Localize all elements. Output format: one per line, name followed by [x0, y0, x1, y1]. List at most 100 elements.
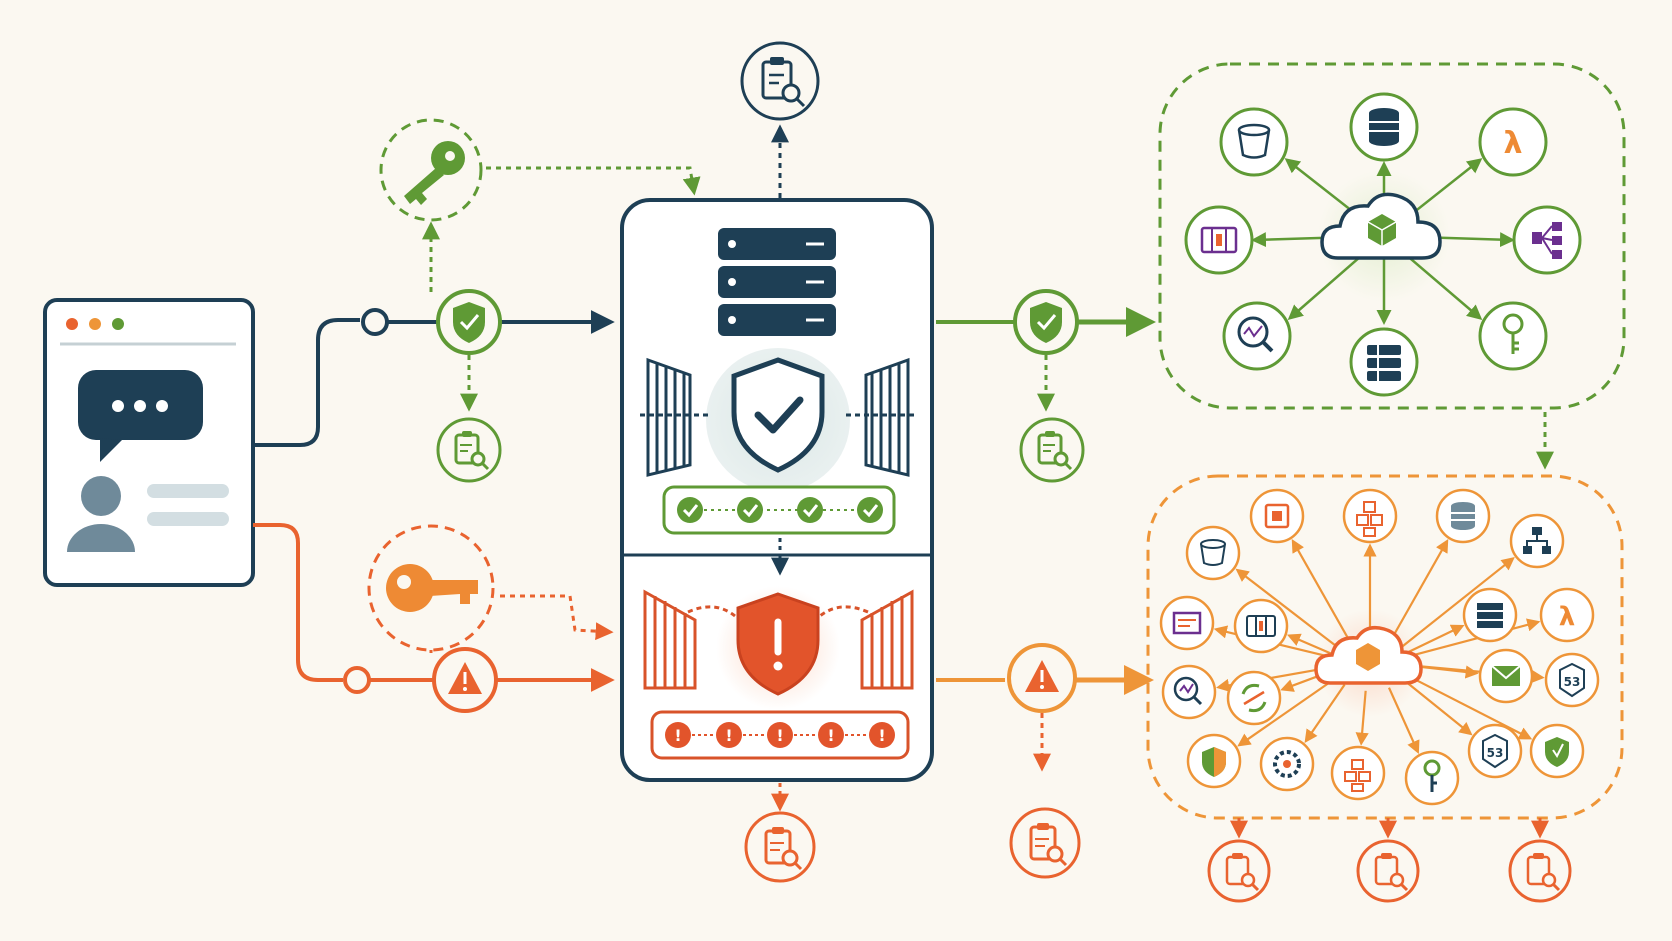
- svg-text:!: !: [776, 726, 783, 745]
- chip-icon: [1249, 488, 1305, 544]
- access-denied-warning-icon: [432, 647, 498, 713]
- service-connector: [1408, 618, 1541, 658]
- check-icon: [797, 497, 823, 523]
- table-icon: [1462, 587, 1518, 643]
- svg-text:!: !: [827, 726, 834, 745]
- container-cluster-icon: [1330, 745, 1386, 801]
- full-services-cluster: λ 53: [1146, 474, 1624, 820]
- monitor-icon: [1161, 664, 1217, 720]
- gate-icon: [640, 357, 710, 477]
- shield-check-icon: [731, 357, 825, 473]
- access-denied-warning-icon: [1007, 643, 1077, 713]
- svg-text:!: !: [674, 726, 681, 745]
- authorization-check-icon: [436, 289, 502, 355]
- alert-icon: !: [716, 722, 742, 748]
- queue-icon: [1233, 598, 1289, 654]
- audit-log-icon: [1009, 807, 1081, 879]
- audit-log-icon: [1508, 839, 1572, 903]
- alert-icon: !: [869, 722, 895, 748]
- mail-icon: [1478, 648, 1534, 704]
- cloud-icon: [1314, 625, 1423, 685]
- service-connector: [1291, 539, 1350, 640]
- workflow-icon: [1512, 205, 1582, 275]
- route53-label: 53: [1487, 746, 1504, 760]
- authorization-check-icon: [1013, 289, 1079, 355]
- alert-icon: !: [665, 722, 691, 748]
- org-tree-icon: [1509, 513, 1565, 569]
- key-icon: [1404, 750, 1460, 806]
- server-rack-icon: [718, 228, 836, 336]
- policy-gateway: ! ! ! ! !: [620, 41, 934, 782]
- user-avatar-icon: [67, 476, 135, 552]
- container-cluster-icon: [1342, 488, 1398, 544]
- key-icon: [1478, 301, 1548, 371]
- queue-icon: [1184, 205, 1254, 275]
- service-connector: [1390, 539, 1449, 640]
- service-connector: [1401, 557, 1515, 648]
- approved-request-path: [253, 308, 615, 447]
- lambda-label: λ: [1559, 602, 1575, 632]
- service-connector: [1406, 624, 1465, 654]
- gear-icon: [1259, 736, 1315, 792]
- lambda-icon: λ: [1539, 587, 1595, 643]
- blocked-alerts-bar: ! ! ! ! !: [650, 710, 910, 760]
- lambda-label: λ: [1504, 126, 1523, 161]
- client-app-window: [43, 298, 255, 587]
- svg-text:!: !: [878, 726, 885, 745]
- valid-credential-key: [379, 118, 483, 222]
- key-icon: [386, 564, 478, 612]
- route53-icon: 53: [1544, 652, 1600, 708]
- alert-icon: !: [767, 722, 793, 748]
- service-connector: [1304, 684, 1346, 743]
- check-icon: [857, 497, 883, 523]
- service-connector: [1355, 690, 1369, 746]
- window-maximize-dot: [112, 318, 124, 330]
- cloud-icon: [1320, 192, 1442, 260]
- audit-log-icon: [1356, 839, 1420, 903]
- service-connector: [1402, 678, 1473, 736]
- audit-log-icon: [436, 417, 502, 483]
- invalid-credential-key: [367, 524, 495, 652]
- code-icon: [1529, 723, 1585, 779]
- service-connector: [1237, 676, 1337, 747]
- window-minimize-dot: [89, 318, 101, 330]
- shield-icon: [1186, 733, 1242, 789]
- text-line-placeholder: [147, 512, 229, 526]
- service-connector: [1286, 633, 1333, 656]
- audit-log-icon: [744, 811, 816, 883]
- service-connector: [1235, 568, 1338, 648]
- blocked-request-path: [253, 523, 615, 694]
- scoped-services-cluster: λ: [1158, 62, 1626, 470]
- gate-icon: [643, 589, 736, 690]
- sync-icon: [1226, 670, 1282, 726]
- gate-icon: [846, 357, 916, 477]
- audit-log-icon: [740, 41, 820, 121]
- window-close-dot: [66, 318, 78, 330]
- shield-alert-icon: [736, 592, 820, 696]
- approved-checks-bar: [662, 485, 896, 535]
- key-icon: [404, 141, 465, 205]
- check-icon: [737, 497, 763, 523]
- route53-icon: 53: [1467, 723, 1523, 779]
- svg-text:!: !: [725, 726, 732, 745]
- audit-trail-row: [1207, 818, 1572, 903]
- database-icon: [1435, 488, 1491, 544]
- route53-label: 53: [1564, 675, 1581, 689]
- audit-log-icon: [1019, 417, 1085, 483]
- bucket-icon: [1219, 107, 1289, 177]
- lambda-icon: λ: [1478, 107, 1548, 177]
- check-icon: [677, 497, 703, 523]
- text-line-placeholder: [147, 484, 229, 498]
- chat-bubble-icon: [78, 370, 203, 462]
- alert-icon: !: [818, 722, 844, 748]
- table-icon: [1349, 327, 1419, 397]
- audit-log-icon: [1207, 839, 1271, 903]
- service-connector: [1387, 687, 1420, 755]
- database-icon: [1349, 92, 1419, 162]
- service-connector: [1405, 673, 1533, 740]
- bucket-icon: [1185, 525, 1241, 581]
- gate-icon: [819, 589, 914, 690]
- storage-icon: [1159, 595, 1215, 651]
- monitor-icon: [1222, 301, 1292, 371]
